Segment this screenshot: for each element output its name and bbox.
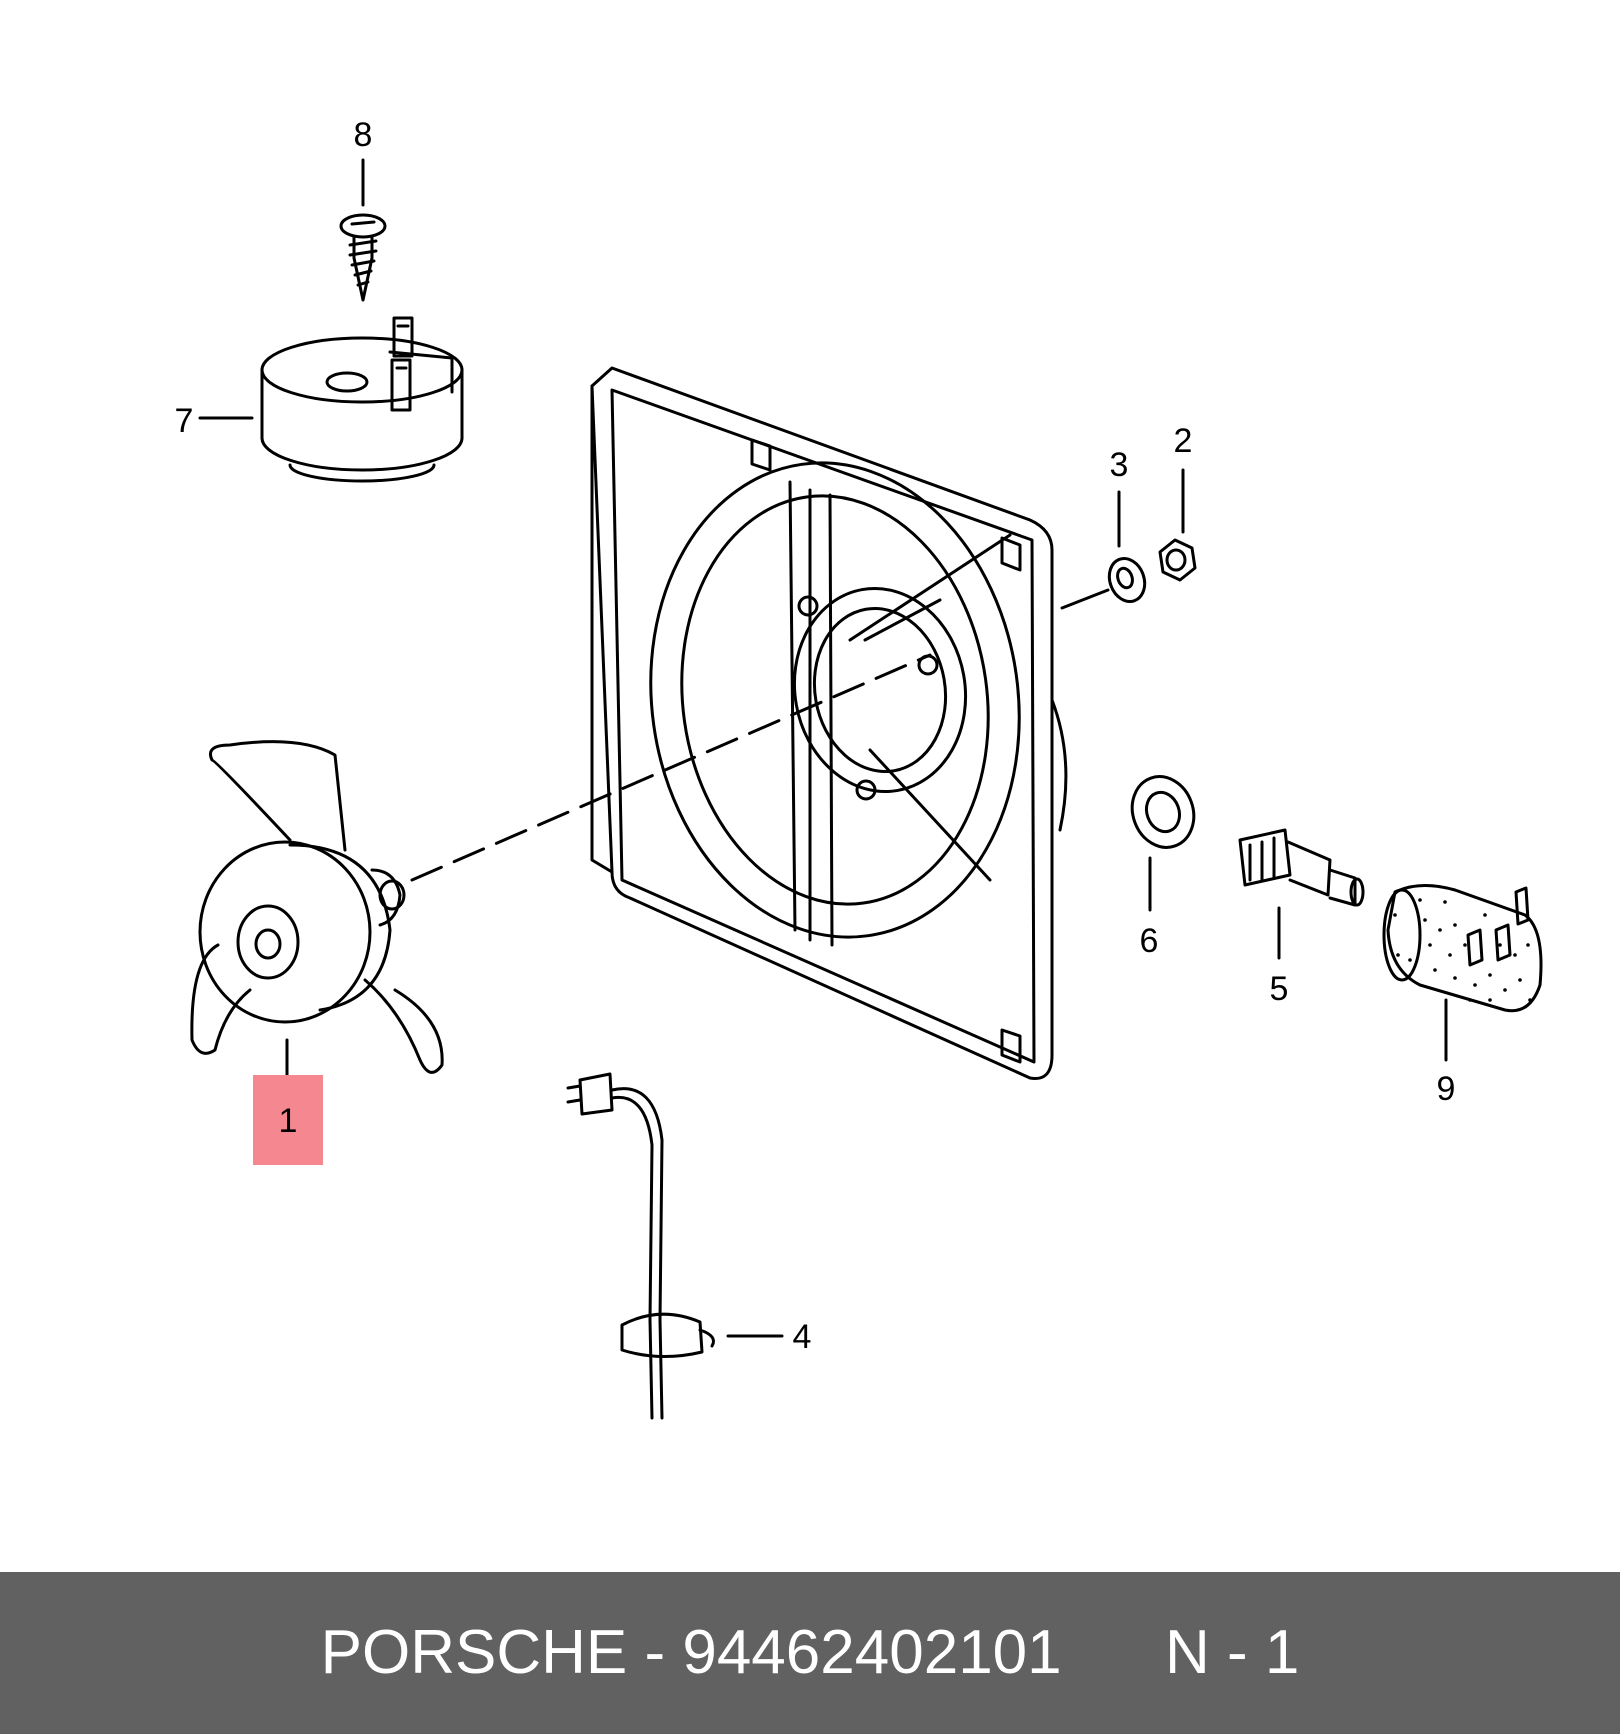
part-fan xyxy=(190,740,444,1074)
callout-4: 4 xyxy=(793,1318,812,1356)
callout-3: 3 xyxy=(1110,446,1129,484)
callout-8: 8 xyxy=(354,116,373,154)
part-wiring-harness xyxy=(566,1072,715,1420)
callout-2: 2 xyxy=(1174,422,1193,460)
callout-6: 6 xyxy=(1140,922,1159,960)
callout-7: 7 xyxy=(175,402,194,440)
highlight-box xyxy=(253,1075,323,1165)
part-relay xyxy=(1382,884,1543,1013)
part-nut xyxy=(1158,538,1197,582)
callout-9: 9 xyxy=(1437,1070,1456,1108)
callout-labels: 1 2 3 4 5 6 7 8 9 xyxy=(175,116,1456,1356)
assembly-axis-line xyxy=(410,653,932,882)
brand-label: PORSCHE xyxy=(320,1618,628,1687)
part-screw xyxy=(339,213,387,302)
part-motor-unit xyxy=(260,316,464,483)
callout-1: 1 xyxy=(279,1102,298,1140)
part-number-footer: PORSCHE - 94462402101 N - 1 xyxy=(0,1572,1620,1734)
exploded-parts-diagram: 1 2 3 4 5 6 7 8 9 xyxy=(175,116,1543,1420)
separator: - xyxy=(627,1618,683,1687)
part-number: 94462402101 xyxy=(682,1618,1062,1687)
part-washer xyxy=(1107,557,1147,603)
part-fan-shroud xyxy=(590,366,1068,1081)
position-label: N - 1 xyxy=(1165,1618,1300,1687)
part-seal-ring xyxy=(1130,775,1196,849)
stud-line xyxy=(1060,588,1110,610)
leader-lines xyxy=(198,158,1448,1338)
part-thermo-switch xyxy=(1238,828,1365,907)
callout-5: 5 xyxy=(1270,970,1289,1008)
